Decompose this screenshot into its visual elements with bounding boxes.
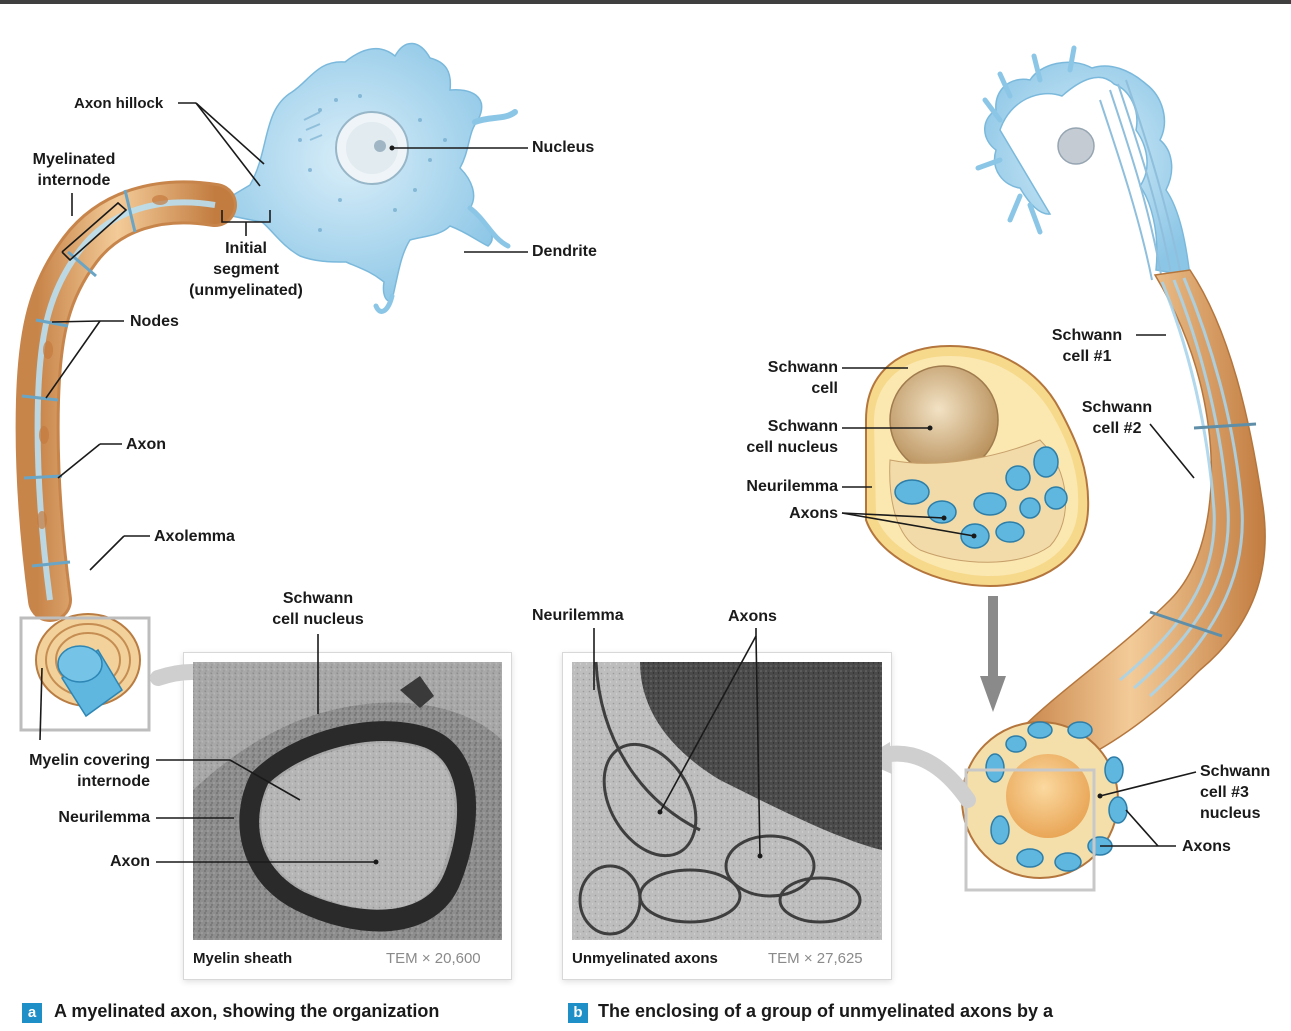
caption-a-badge: a — [22, 1003, 42, 1023]
left-micrograph-magnification: TEM × 20,600 — [386, 950, 481, 967]
caption-b-text: The enclosing of a group of unmyelinated… — [598, 1001, 1054, 1021]
label-dendrite: Dendrite — [532, 243, 597, 260]
label-myelin-covering-internode: Myelin covering internode — [29, 752, 150, 790]
label-nucleus: Nucleus — [532, 139, 595, 156]
right-micrograph-magnification: TEM × 27,625 — [768, 950, 863, 967]
label-axon-left: Axon — [126, 436, 166, 453]
label-axons-tem: Axons — [728, 608, 777, 625]
schwann-cross-section — [865, 344, 1090, 588]
right-schwann-bundle — [961, 269, 1266, 892]
caption-a-text: A myelinated axon, showing the organizat… — [54, 1001, 440, 1021]
label-neurilemma-tem: Neurilemma — [532, 607, 624, 624]
leader-lines — [39, 102, 1197, 863]
left-cut-end — [19, 613, 151, 732]
left-micrograph — [193, 662, 502, 940]
label-axolemma: Axolemma — [154, 528, 235, 545]
label-schwann-cell-1: Schwann cell #1 — [1051, 327, 1123, 365]
right-neuron-soma — [975, 45, 1191, 281]
right-micrograph-caption: Unmyelinated axons — [572, 950, 718, 967]
label-axon-hillock: Axon hillock — [74, 95, 164, 112]
down-arrow — [980, 596, 1006, 712]
leader-dots — [373, 145, 1103, 865]
label-schwann-cell-2: Schwann cell #2 — [1081, 399, 1153, 437]
label-schwann-cell-nucleus-tem: Schwann cell nucleus — [272, 590, 364, 628]
left-myelinated-axon — [15, 180, 237, 622]
right-curved-arrow — [872, 745, 976, 808]
label-nodes: Nodes — [130, 313, 179, 330]
label-schwann-cell: Schwann cell — [767, 359, 838, 397]
label-schwann-cell-3-nucleus: Schwann cell #3 nucleus — [1200, 763, 1271, 822]
left-micrograph-caption: Myelin sheath — [193, 950, 293, 967]
label-neurilemma-left: Neurilemma — [58, 809, 150, 826]
right-micrograph — [572, 661, 882, 940]
label-initial-segment: Initial segment (unmyelinated) — [189, 240, 303, 299]
label-neurilemma-b: Neurilemma — [746, 478, 838, 495]
label-axon-bottom: Axon — [110, 853, 150, 870]
left-neuron-soma — [206, 42, 518, 314]
label-axons-b: Axons — [789, 505, 838, 522]
label-axons-right: Axons — [1182, 838, 1231, 855]
top-rule — [0, 0, 1291, 4]
label-schwann-cell-nucleus-b: Schwann cell nucleus — [746, 418, 838, 456]
label-myelinated-internode: Myelinated internode — [32, 151, 116, 189]
caption-b-badge: b — [568, 1003, 588, 1023]
